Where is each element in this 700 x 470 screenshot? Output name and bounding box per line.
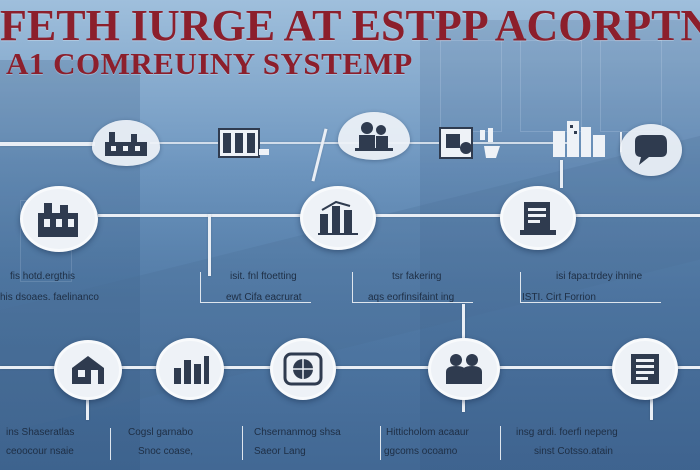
label-frame [200,272,311,303]
label-frame [242,426,353,460]
people-icon [338,112,410,160]
row1-label-4-line1: isi fapa:trdey ihnine [556,271,643,282]
row2-label-5-line2: sinst Cotsso.atain [534,446,613,457]
connector-line [462,304,465,344]
connector-line [208,214,211,276]
chart-icon [300,186,376,250]
chat-bubble-icon [620,124,682,176]
document-icon [500,186,576,250]
title-line-1: FETH IURGE AT ESTPP ACORPTNC [0,1,700,50]
row2-label-2-line1: Cogsl garnabo [128,427,194,438]
group-icon [428,338,500,400]
row1-label-2-line1: isit. fnl ftoetting [230,271,297,282]
connector-line [0,366,700,369]
label-frame [352,272,473,303]
row2-label-2-line2: Snoc coase, [138,446,194,457]
row1-label-1-line1: fis hotd.ergthis [10,271,76,282]
background-window [440,40,502,132]
row2-label-1-line2: ceoocour nsaie [6,446,74,457]
connector-line [560,160,563,188]
connector-line [86,392,89,420]
checklist-icon [612,338,678,400]
title-line-2: A1 COMREUINY SYSTEMP [6,46,413,81]
label-frame [520,272,661,303]
label-frame [110,428,211,460]
row1-label-3-line1: tsr fakering [392,271,442,282]
connector-line [0,142,95,146]
bar-chart-icon [156,338,224,400]
connector-line [98,214,308,217]
row2-label-4-line2: ggcoms ocoamo [384,446,458,457]
label-frame [500,426,691,460]
house-icon [54,340,122,400]
row2-label-5-line1: insg ardi. foerfi nepeng [516,427,618,438]
connector-line [650,394,653,420]
row1-label-3-line2: aqs eorfinsifaint ing [368,292,455,303]
factory-icon [92,120,160,166]
connector-line [572,214,700,217]
background-window [600,40,662,132]
background-window [520,40,582,132]
connector-line [462,392,465,412]
row2-label-4-line1: Hitticholom acaaur [386,427,469,438]
globe-icon [270,338,336,400]
building-icon [20,186,98,252]
connector-line [372,214,502,217]
city-icon [540,112,616,160]
row1-label-1-line2: his dsoaes. faelinanco [0,292,99,303]
row2-label-3-line2: Saeor Lang [254,446,306,457]
monitor-icon [432,122,512,166]
row1-label-2-line2: ewt Cifa eacrurat [226,292,302,303]
row2-label-3-line1: Chsernanmog shsa [254,427,341,438]
row2-label-1-line1: ins Shaseratlas [6,427,75,438]
label-frame [380,426,481,460]
row1-label-4-line2: ISTI. Cirt Forrion [522,292,596,303]
archive-icon [205,118,277,164]
